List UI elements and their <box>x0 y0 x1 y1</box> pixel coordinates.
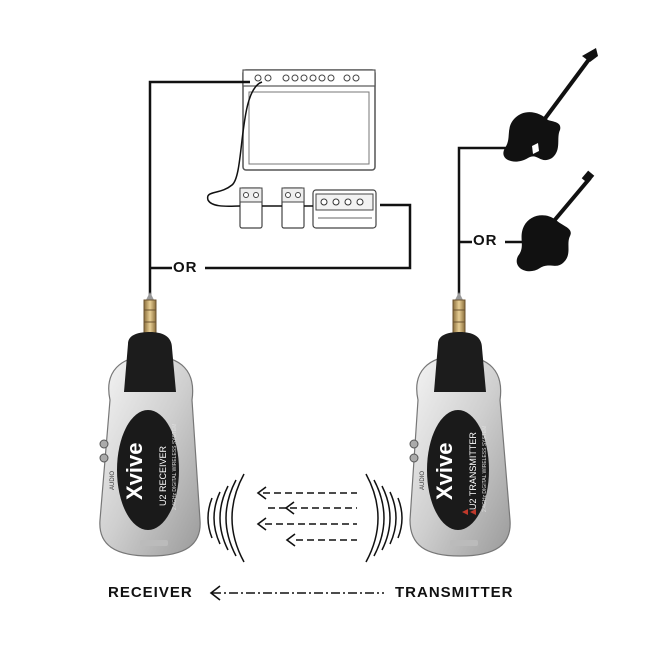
transmitter-subtitle: 2.4GHz DIGITAL WIRELESS SYSTEM <box>482 426 488 512</box>
or-label-right: OR <box>473 232 498 249</box>
amplifier-knobs <box>254 74 360 82</box>
effect-pedal-2 <box>281 187 305 229</box>
receiver-device: Xvive U2 RECEIVER 2.4GHz DIGITAL WIRELES… <box>99 292 201 557</box>
transmitter-audio-label: AUDIO <box>420 471 426 490</box>
receiver-model: U2 RECEIVER <box>158 445 168 506</box>
signal-waves-receiver <box>207 473 245 563</box>
transmitter-brand: Xvive <box>432 443 457 501</box>
receiver-subtitle: 2.4GHz DIGITAL WIRELESS SYSTEM <box>172 424 178 510</box>
transmitter-model: U2 TRANSMITTER <box>468 432 478 510</box>
or-label-left: OR <box>173 259 198 276</box>
receiver-caption: RECEIVER <box>108 584 193 601</box>
multi-effect-pedal <box>312 189 377 229</box>
amplifier <box>242 69 376 171</box>
connection-lines <box>148 80 525 300</box>
receiver-brand: Xvive <box>122 443 147 501</box>
effect-pedal-1 <box>239 187 263 229</box>
electric-guitar-2 <box>516 170 595 272</box>
signal-arrows <box>256 486 357 547</box>
transmitter-caption: TRANSMITTER <box>395 584 514 601</box>
transmitter-device: Xvive U2 TRANSMITTER 2.4GHz DIGITAL WIRE… <box>409 292 511 557</box>
signal-waves-transmitter <box>365 473 403 563</box>
electric-guitar-1 <box>503 48 598 162</box>
receiver-audio-label: AUDIO <box>110 471 116 490</box>
caption-arrow <box>209 585 384 601</box>
